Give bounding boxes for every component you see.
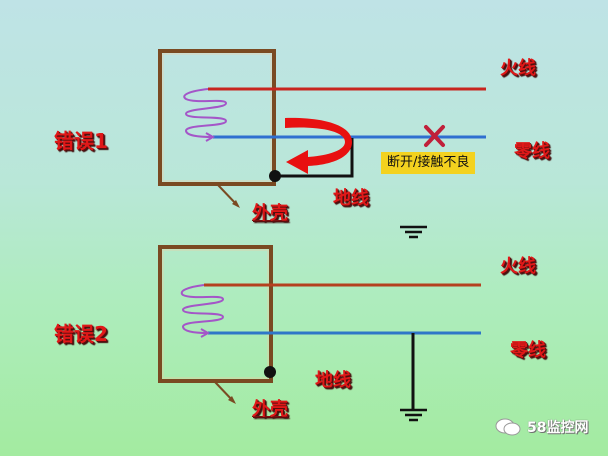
error1-ground-label: 地线 [333, 188, 369, 209]
casing-box-1 [158, 49, 276, 186]
watermark: 58监控网 [495, 417, 588, 437]
error2-live-label: 火线 [500, 256, 536, 277]
error2-title: 错误2 [54, 322, 108, 346]
error1-casing-label: 外壳 [252, 203, 288, 224]
error2-ground-label: 地线 [315, 370, 351, 391]
error1-title: 错误1 [54, 129, 108, 153]
ground-terminal-1 [269, 170, 281, 182]
fault-arrow-icon [285, 117, 352, 174]
watermark-text: 58监控网 [527, 420, 589, 436]
break-mark-icon [424, 125, 445, 147]
ground-symbol-icon-1 [400, 225, 427, 239]
error1-circuit [158, 49, 486, 239]
error1-live-label: 火线 [500, 58, 536, 79]
casing-box-2 [158, 245, 273, 383]
heating-coil-icon-1 [183, 88, 228, 138]
heating-coil-icon-2 [180, 284, 225, 334]
wechat-icon [495, 418, 521, 436]
ground-terminal-2 [264, 366, 276, 378]
ground-wire-1 [275, 138, 354, 178]
error2-neutral-label: 零线 [510, 340, 546, 361]
ground-symbol-icon-2 [400, 408, 427, 422]
fault-note: 断开/接触不良 [381, 152, 476, 174]
error1-neutral-label: 零线 [514, 141, 550, 162]
error2-casing-label: 外壳 [252, 399, 288, 420]
error2-circuit [158, 245, 481, 422]
